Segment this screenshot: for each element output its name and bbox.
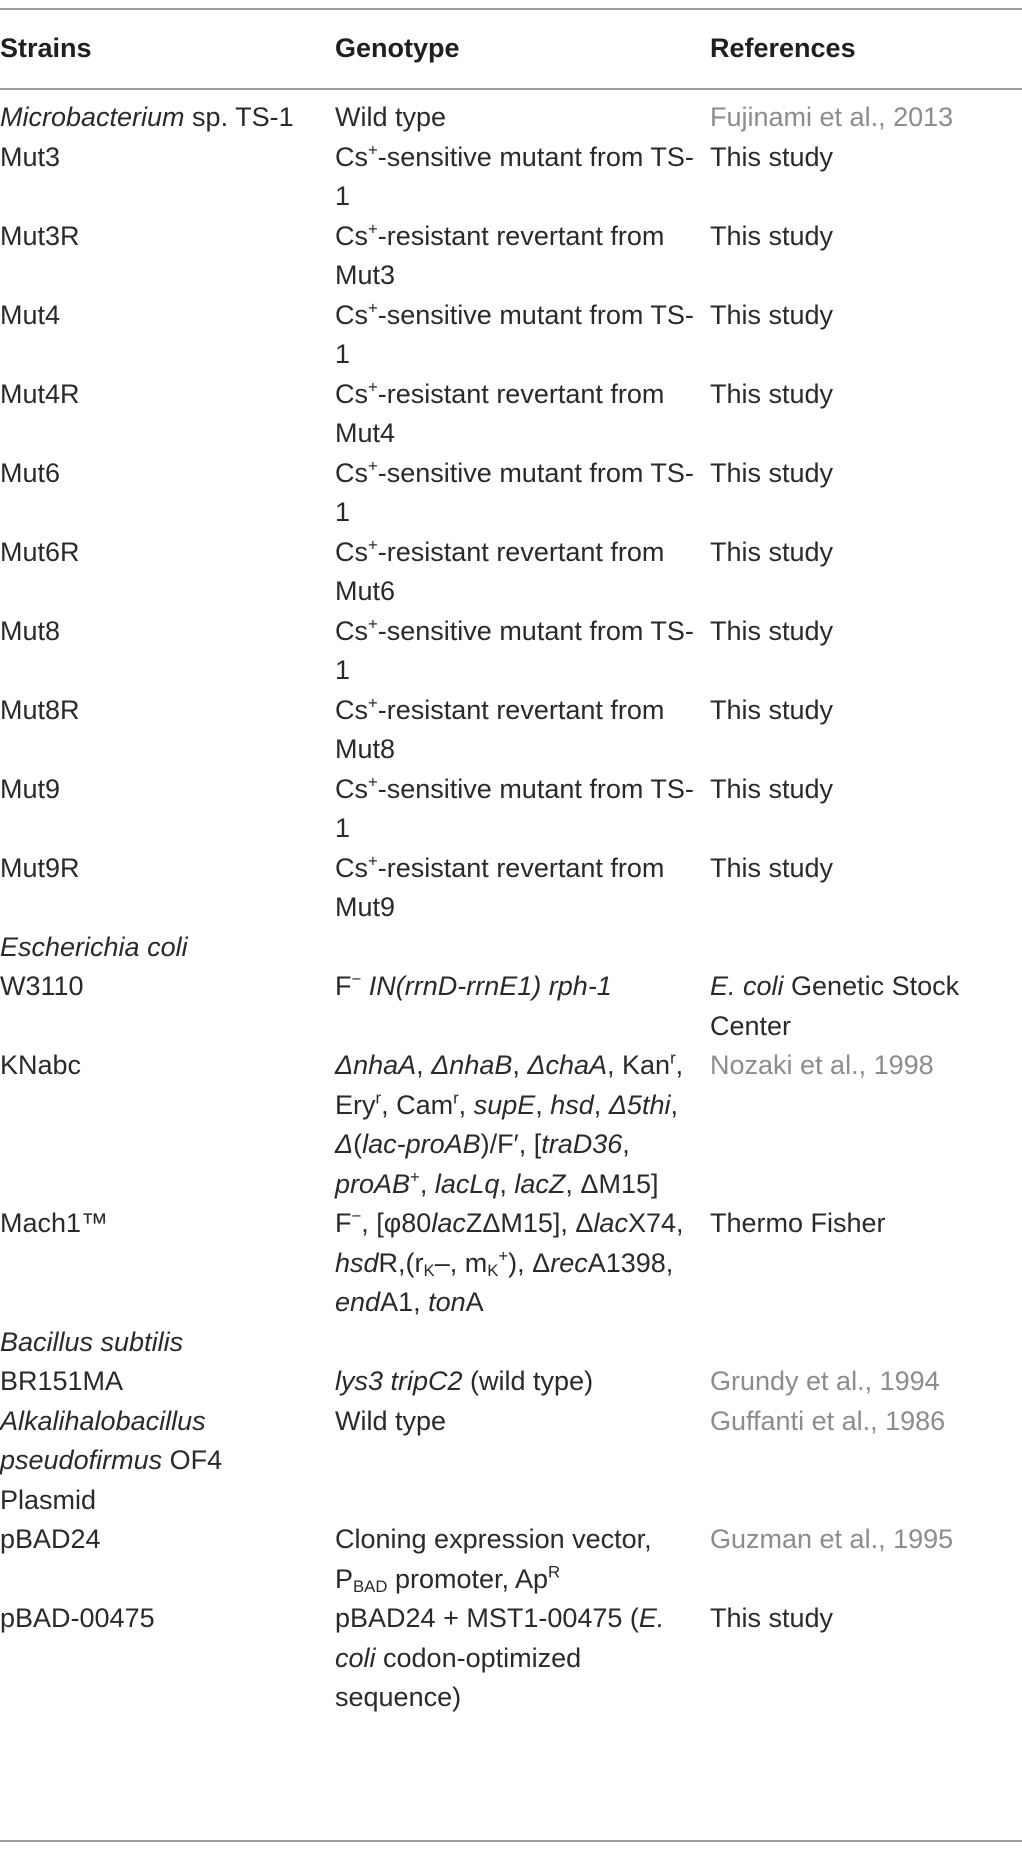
table-row: Alkalihalobacillus pseudofirmus OF4 Wild… — [0, 1402, 1022, 1481]
table-row: Mach1™ F−, [φ80lacZΔM15], ΔlacX74, hsdR,… — [0, 1204, 1022, 1323]
genotype-cell: Cs+-sensitive mutant from TS-1 — [335, 298, 694, 369]
reference-cell: This study — [710, 220, 834, 251]
strain-cell: Mut4 — [0, 299, 61, 330]
genotype-cell: F− IN(rrnD-rrnE1) rph-1 — [335, 969, 612, 1001]
reference-link[interactable]: Fujinami et al., 2013 — [710, 102, 954, 132]
strain-cell: Mach1™ — [0, 1208, 109, 1238]
reference-link[interactable]: Guffanti et al., 1986 — [710, 1405, 946, 1436]
header-rule — [0, 88, 1022, 90]
genotype-cell: F−, [φ80lacZΔM15], ΔlacX74, hsdR,(rK–, m… — [335, 1206, 684, 1317]
bottom-rule — [0, 1840, 1022, 1842]
reference-cell: This study — [710, 141, 834, 172]
reference-cell: This study — [710, 694, 834, 725]
genotype-cell: Cs+-resistant revertant from Mut3 — [335, 219, 665, 290]
reference-cell: This study — [710, 299, 834, 330]
genotype-cell: Cs+-sensitive mutant from TS-1 — [335, 456, 694, 527]
table-row: Mut4 Cs+-sensitive mutant from TS-1 This… — [0, 296, 1022, 375]
column-header-strains: Strains — [0, 33, 92, 64]
strain-cell: W3110 — [0, 971, 84, 1001]
table-row: pBAD-00475 pBAD24 + MST1-00475 (E. coli … — [0, 1599, 1022, 1718]
strain-cell: Mut3R — [0, 220, 80, 251]
table-row: KNabc ΔnhaA, ΔnhaB, ΔchaA, Kanr, Eryr, C… — [0, 1046, 1022, 1204]
table-row: Mut9R Cs+-resistant revertant from Mut9 … — [0, 849, 1022, 928]
strain-cell: pBAD-00475 — [0, 1603, 155, 1633]
strain-cell: BR151MA — [0, 1366, 124, 1396]
reference-cell: This study — [710, 378, 834, 409]
table-row: Mut8R Cs+-resistant revertant from Mut8 … — [0, 691, 1022, 770]
reference-cell: This study — [710, 536, 834, 567]
section-label: Bacillus subtilis — [0, 1326, 184, 1357]
section-label: Plasmid — [0, 1484, 97, 1515]
strain-cell: Alkalihalobacillus pseudofirmus OF4 — [0, 1405, 223, 1476]
strain-cell: Mut9 — [0, 773, 61, 804]
genotype-cell: Cs+-resistant revertant from Mut9 — [335, 851, 665, 922]
genotype-cell: pBAD24 + MST1-00475 (E. coli codon-optim… — [335, 1603, 665, 1712]
section-row-bsubtilis: Bacillus subtilis — [0, 1323, 1022, 1363]
column-header-genotype: Genotype — [335, 33, 460, 64]
reference-cell: This study — [710, 615, 834, 646]
strain-cell: Mut3 — [0, 141, 61, 172]
genotype-cell: Cs+-resistant revertant from Mut8 — [335, 693, 665, 764]
reference-cell: This study — [710, 1603, 834, 1633]
strain-cell: KNabc — [0, 1050, 82, 1080]
section-row-ecoli: Escherichia coli — [0, 928, 1022, 968]
strain-cell: Mut8R — [0, 694, 80, 725]
strain-cell: Microbacterium sp. TS-1 — [0, 102, 294, 132]
section-label: Escherichia coli — [0, 931, 188, 962]
reference-link[interactable]: Nozaki et al., 1998 — [710, 1050, 934, 1080]
table-row: Mut6 Cs+-sensitive mutant from TS-1 This… — [0, 454, 1022, 533]
table-row: Mut3 Cs+-sensitive mutant from TS-1 This… — [0, 138, 1022, 217]
strain-cell: Mut4R — [0, 378, 80, 409]
strain-cell: Mut6 — [0, 457, 61, 488]
table-row: pBAD24 Cloning expression vector, PBAD p… — [0, 1520, 1022, 1599]
reference-cell: This study — [710, 457, 834, 488]
table-row: Mut3R Cs+-resistant revertant from Mut3 … — [0, 217, 1022, 296]
table-row: Microbacterium sp. TS-1 Wild type Fujina… — [0, 88, 1022, 138]
genotype-cell: Wild type — [335, 102, 447, 132]
genotype-cell: Cs+-resistant revertant from Mut6 — [335, 535, 665, 606]
strain-cell: Mut6R — [0, 536, 80, 567]
table-row: W3110 F− IN(rrnD-rrnE1) rph-1 E. coli Ge… — [0, 967, 1022, 1046]
column-header-references: References — [710, 33, 856, 64]
header-row: Strains Genotype References — [0, 10, 1022, 88]
genotype-cell: Cs+-sensitive mutant from TS-1 — [335, 140, 694, 211]
table-row: Mut6R Cs+-resistant revertant from Mut6 … — [0, 533, 1022, 612]
genotype-cell: Cs+-sensitive mutant from TS-1 — [335, 772, 694, 843]
genotype-cell: ΔnhaA, ΔnhaB, ΔchaA, Kanr, Eryr, Camr, s… — [335, 1048, 684, 1199]
genotype-cell: Cs+-sensitive mutant from TS-1 — [335, 614, 694, 685]
reference-link[interactable]: Grundy et al., 1994 — [710, 1366, 940, 1396]
strain-cell: Mut8 — [0, 615, 61, 646]
table-row: BR151MA lys3 tripC2 (wild type) Grundy e… — [0, 1362, 1022, 1402]
genotype-cell: Cs+-resistant revertant from Mut4 — [335, 377, 665, 448]
strain-cell: pBAD24 — [0, 1524, 101, 1554]
section-row-plasmid: Plasmid — [0, 1481, 1022, 1521]
genotype-cell: Wild type — [335, 1405, 447, 1436]
reference-link[interactable]: Guzman et al., 1995 — [710, 1524, 954, 1554]
genotype-cell: Cloning expression vector, PBAD promoter… — [335, 1524, 652, 1596]
strain-cell: Mut9R — [0, 852, 80, 883]
table-row: Mut8 Cs+-sensitive mutant from TS-1 This… — [0, 612, 1022, 691]
strains-table: Strains Genotype References Microbacteri… — [0, 10, 1022, 1718]
reference-cell: Thermo Fisher — [710, 1208, 886, 1238]
reference-cell: This study — [710, 773, 834, 804]
top-rule — [0, 8, 1022, 10]
reference-cell: E. coli Genetic Stock Center — [710, 971, 960, 1041]
table-row: Mut4R Cs+-resistant revertant from Mut4 … — [0, 375, 1022, 454]
reference-cell: This study — [710, 852, 834, 883]
table-row: Mut9 Cs+-sensitive mutant from TS-1 This… — [0, 770, 1022, 849]
genotype-cell: lys3 tripC2 (wild type) — [335, 1366, 594, 1396]
